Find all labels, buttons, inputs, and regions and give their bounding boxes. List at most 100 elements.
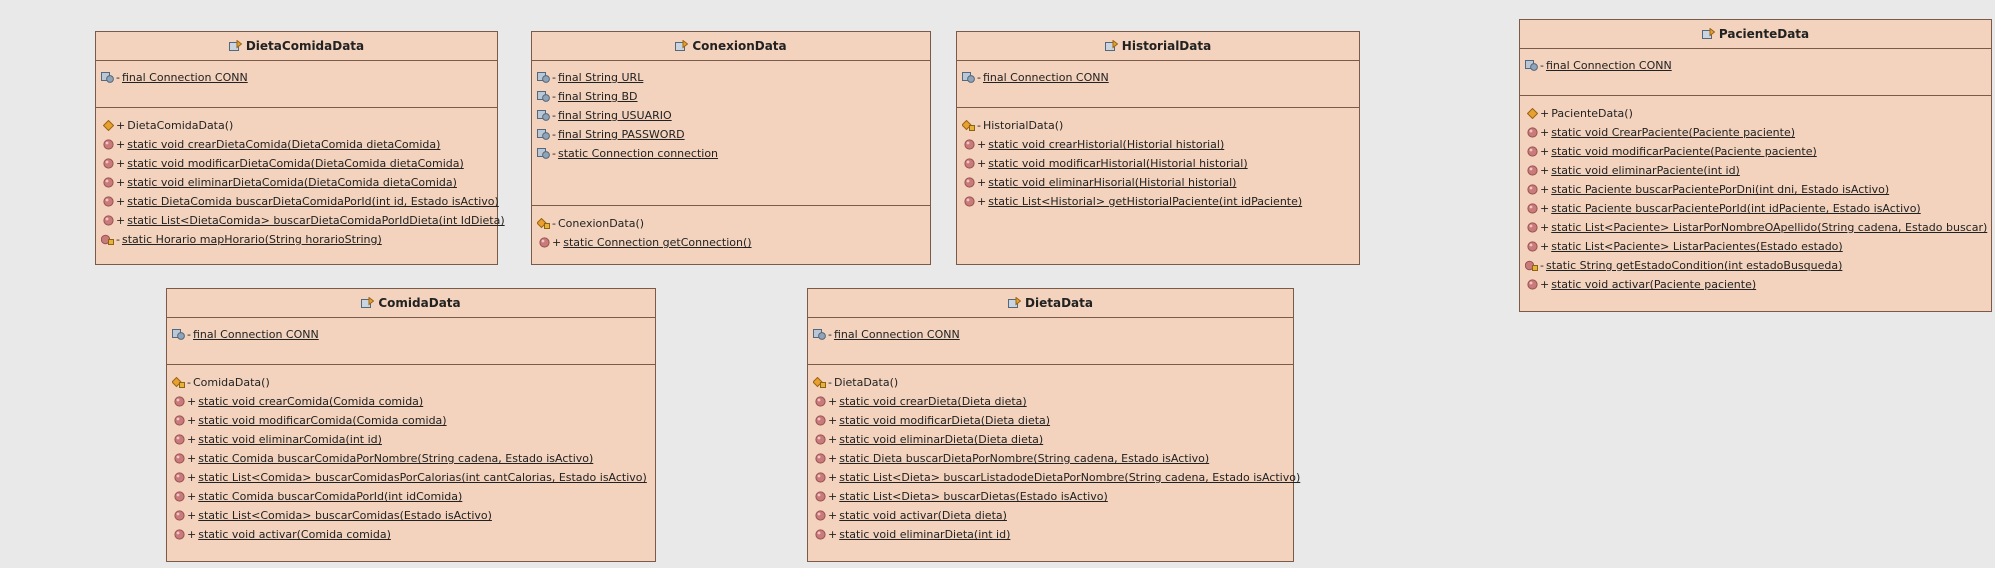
method-signature: static Paciente buscarPacientePorId(int … [1551, 202, 1921, 215]
method-row[interactable]: +static List<Paciente> ListarPacientes(E… [1520, 237, 1991, 256]
class-box-dietadata[interactable]: DietaData-final Connection CONN-DietaDat… [807, 288, 1300, 562]
method-row[interactable]: +static void modificarPaciente(Paciente … [1520, 142, 1991, 161]
method-signature: static void modificarComida(Comida comid… [198, 414, 447, 427]
constructor-icon [103, 120, 114, 131]
visibility-marker: + [1540, 240, 1550, 253]
method-row[interactable]: -HistorialData() [957, 116, 1359, 135]
method-row[interactable]: +static Paciente buscarPacientePorId(int… [1520, 199, 1991, 218]
visibility-marker: + [116, 119, 126, 132]
method-row[interactable]: -ConexionData() [532, 214, 930, 233]
method-signature: static List<Comida> buscarComidas(Estado… [198, 509, 492, 522]
methods-compartment: -HistorialData()+static void crearHistor… [957, 108, 1359, 211]
method-signature: static Dieta buscarDietaPorNombre(String… [839, 452, 1210, 465]
method-row[interactable]: +static void crearDieta(Dieta dieta) [808, 392, 1293, 411]
visibility-marker: + [977, 176, 987, 189]
visibility-marker: + [187, 528, 197, 541]
method-row[interactable]: +static Comida buscarComidaPorNombre(Str… [167, 449, 655, 468]
class-box-dietacomidadata[interactable]: DietaComidaData-final Connection CONN+Di… [95, 31, 505, 265]
field-signature: final Connection CONN [1545, 59, 1672, 72]
class-icon [1104, 40, 1118, 51]
method-icon [1527, 165, 1538, 176]
method-row[interactable]: +PacienteData() [1520, 104, 1991, 123]
visibility-marker: - [828, 328, 832, 341]
method-row[interactable]: +DietaComidaData() [96, 116, 497, 135]
method-row[interactable]: +static void crearComida(Comida comida) [167, 392, 655, 411]
method-row[interactable]: -static String getEstadoCondition(int es… [1520, 256, 1991, 275]
method-icon [1527, 203, 1538, 214]
method-signature: static void crearHistorial(Historial his… [988, 138, 1225, 151]
visibility-marker: + [828, 433, 838, 446]
method-row[interactable]: +static void eliminarDietaComida(DietaCo… [96, 173, 497, 192]
method-row[interactable]: +static List<Paciente> ListarPorNombreOA… [1520, 218, 1991, 237]
method-row[interactable]: +static void crearDietaComida(DietaComid… [96, 135, 497, 154]
method-row[interactable]: +static void CrearPaciente(Paciente paci… [1520, 123, 1991, 142]
field-row[interactable]: -final String URL [532, 68, 930, 87]
method-row[interactable]: +static DietaComida buscarDietaComidaPor… [96, 192, 499, 211]
method-row[interactable]: +static void activar(Comida comida) [167, 525, 655, 544]
method-signature: static String getEstadoCondition(int est… [1545, 259, 1843, 272]
method-row[interactable]: +static Comida buscarComidaPorId(int idC… [167, 487, 655, 506]
visibility-marker: + [1540, 107, 1550, 120]
method-signature: static void modificarDieta(Dieta dieta) [839, 414, 1051, 427]
method-row[interactable]: +static void modificarComida(Comida comi… [167, 411, 655, 430]
method-row[interactable]: +static void eliminarComida(int id) [167, 430, 655, 449]
method-row[interactable]: +static List<Dieta> buscarDietas(Estado … [808, 487, 1293, 506]
class-box-conexiondata[interactable]: ConexionData-final String URL-final Stri… [531, 31, 931, 265]
method-row[interactable]: +static void eliminarDieta(int id) [808, 525, 1293, 544]
method-signature: static List<Paciente> ListarPorNombreOAp… [1551, 221, 1988, 234]
method-row[interactable]: +static void crearHistorial(Historial hi… [957, 135, 1359, 154]
method-signature: static void eliminarDieta(int id) [839, 528, 1011, 541]
method-row[interactable]: +static List<DietaComida> buscarDietaCom… [96, 211, 505, 230]
method-row[interactable]: -static Horario mapHorario(String horari… [96, 230, 497, 249]
field-row[interactable]: -final Connection CONN [1520, 56, 1991, 75]
method-icon [174, 491, 185, 502]
method-row[interactable]: +static void modificarHistorial(Historia… [957, 154, 1359, 173]
method-row[interactable]: +static List<Dieta> buscarListadodeDieta… [808, 468, 1300, 487]
class-icon [361, 297, 375, 308]
method-row[interactable]: +static Paciente buscarPacientePorDni(in… [1520, 180, 1991, 199]
class-box-pacientedata[interactable]: PacienteData-final Connection CONN+Pacie… [1519, 19, 1992, 312]
method-signature: static void activar(Comida comida) [198, 528, 391, 541]
field-row[interactable]: -static Connection connection [532, 144, 930, 163]
method-row[interactable]: -DietaData() [808, 373, 1293, 392]
method-signature: static List<Paciente> ListarPacientes(Es… [1551, 240, 1843, 253]
visibility-marker: + [977, 195, 987, 208]
method-row[interactable]: -ComidaData() [167, 373, 655, 392]
method-row[interactable]: +static Dieta buscarDietaPorNombre(Strin… [808, 449, 1293, 468]
visibility-marker: - [1540, 59, 1544, 72]
field-icon [1525, 60, 1538, 71]
visibility-marker: + [1540, 202, 1550, 215]
field-row[interactable]: -final Connection CONN [96, 68, 497, 87]
method-icon [815, 434, 826, 445]
method-signature: static List<Comida> buscarComidasPorCalo… [198, 471, 647, 484]
method-row[interactable]: +static List<Comida> buscarComidas(Estad… [167, 506, 655, 525]
class-name: ConexionData [692, 39, 787, 53]
class-box-historialdata[interactable]: HistorialData-final Connection CONN-Hist… [956, 31, 1360, 265]
field-row[interactable]: -final Connection CONN [957, 68, 1359, 87]
field-icon [537, 91, 550, 102]
method-row[interactable]: +static void activar(Paciente paciente) [1520, 275, 1991, 294]
method-row[interactable]: +static List<Historial> getHistorialPaci… [957, 192, 1359, 211]
field-row[interactable]: -final String BD [532, 87, 930, 106]
field-signature: final Connection CONN [833, 328, 960, 341]
method-row[interactable]: +static Connection getConnection() [532, 233, 930, 252]
field-row[interactable]: -final String PASSWORD [532, 125, 930, 144]
method-row[interactable]: +static void eliminarHisorial(Historial … [957, 173, 1359, 192]
method-row[interactable]: +static void modificarDieta(Dieta dieta) [808, 411, 1293, 430]
method-row[interactable]: +static void eliminarPaciente(int id) [1520, 161, 1991, 180]
methods-compartment: -ComidaData()+static void crearComida(Co… [167, 365, 655, 544]
fields-compartment: -final Connection CONN [167, 318, 655, 365]
visibility-marker: - [1540, 259, 1544, 272]
class-box-comidadata[interactable]: ComidaData -final Connection CONN -ComidaD… [166, 288, 656, 562]
method-row[interactable]: +static void eliminarDieta(Dieta dieta) [808, 430, 1293, 449]
field-row[interactable]: -final Connection CONN [808, 325, 1293, 344]
method-row[interactable]: +static List<Comida> buscarComidasPorCal… [167, 468, 655, 487]
method-icon [1527, 279, 1538, 290]
method-row[interactable]: +static void modificarDietaComida(DietaC… [96, 154, 497, 173]
class-header: ComidaData [167, 289, 655, 318]
method-row[interactable]: +static void activar(Dieta dieta) [808, 506, 1293, 525]
field-row[interactable]: -final Connection CONN [167, 325, 655, 344]
visibility-marker: + [828, 395, 838, 408]
visibility-marker: + [187, 452, 197, 465]
field-row[interactable]: -final String USUARIO [532, 106, 930, 125]
